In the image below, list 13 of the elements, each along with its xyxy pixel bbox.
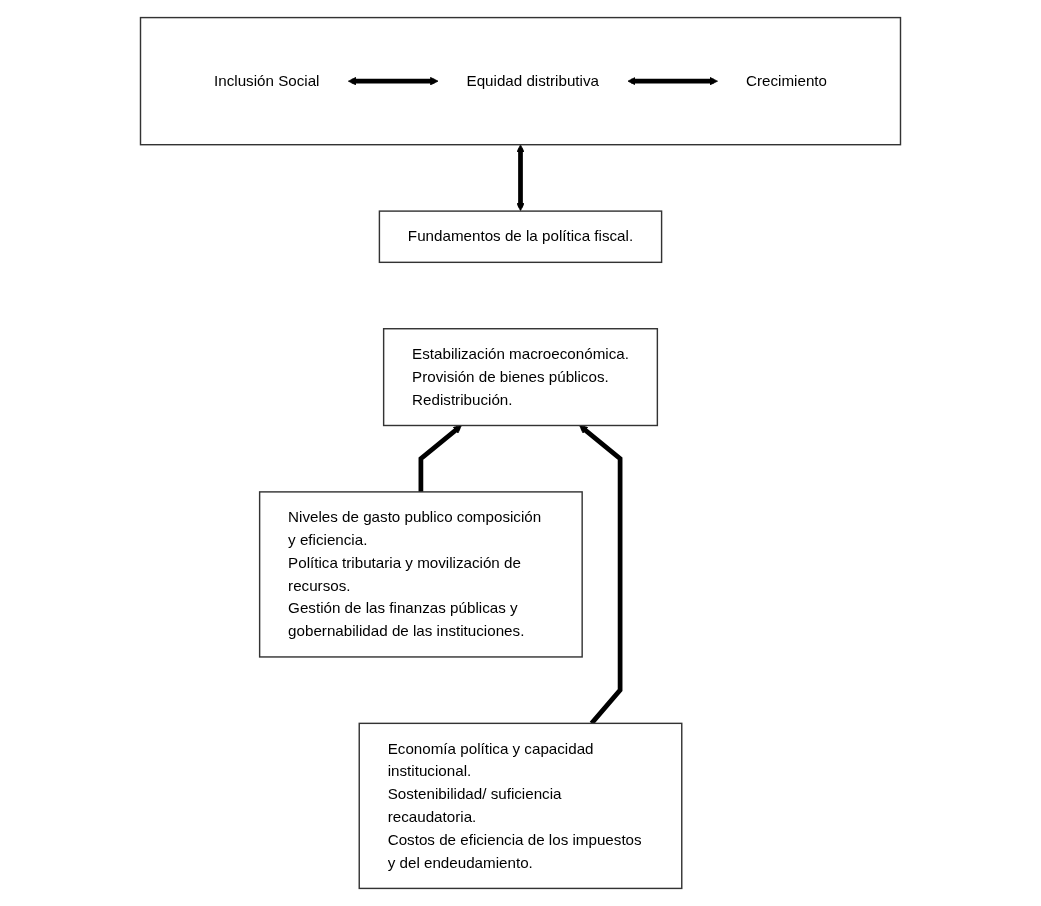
arrow xyxy=(347,76,439,86)
arrow xyxy=(579,425,623,725)
node-box: Niveles de gasto publico composición y eficiencia. Política tributaria y movilización de recursos. Gestión de las finanzas públicas y gobernabilidad de las instituciones. xyxy=(258,491,583,658)
arrow xyxy=(516,144,525,212)
cluster xyxy=(139,16,902,146)
node-text: Inclusión Social xyxy=(214,72,320,89)
node-box: Fundamentos de la política fiscal. xyxy=(378,210,663,264)
node-text: Equidad distributiva xyxy=(466,72,599,89)
arrow xyxy=(627,76,718,86)
node-box: Economía política y capacidad institucional. Sostenibilidad/ suficiencia recaudatoria. Costos de eficiencia de los impuestos y del endeudamiento. xyxy=(358,722,683,890)
node-text: Crecimiento xyxy=(746,72,827,89)
node-box: Estabilización macroeconómica. Provisión de bienes públicos. Redistribución. xyxy=(382,328,659,427)
arrow xyxy=(418,425,462,492)
